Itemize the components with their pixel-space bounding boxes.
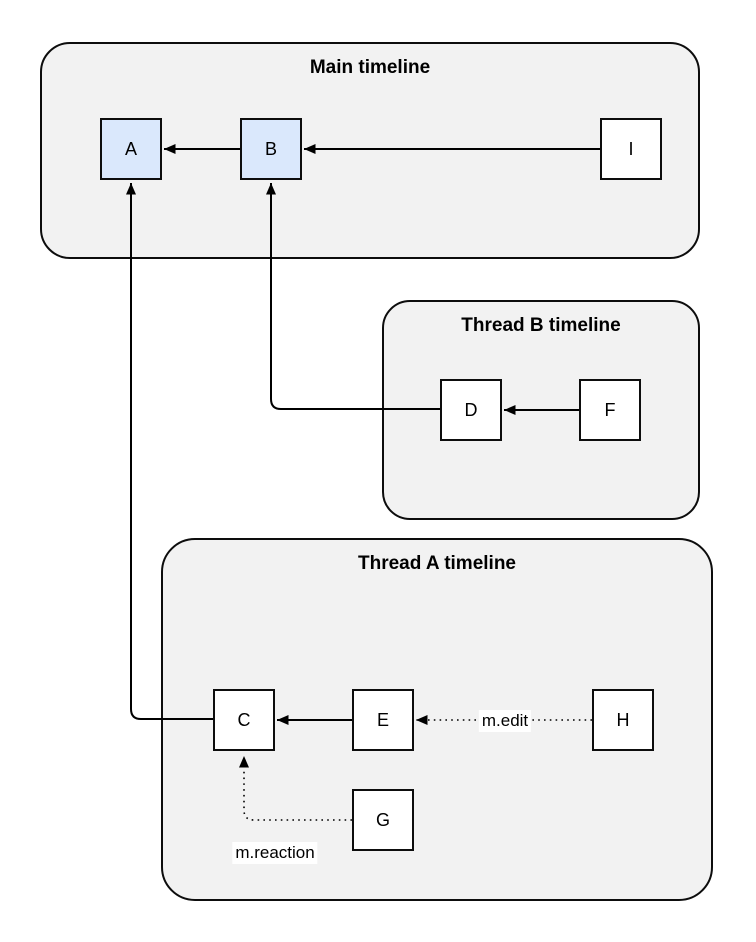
edge-d-to-b [266, 183, 440, 410]
event-node-b: B [240, 118, 302, 180]
event-node-c-label: C [237, 709, 251, 730]
edge-label-m-edit: m.edit [478, 710, 532, 732]
event-node-g-label: G [375, 809, 390, 830]
event-node-f: F [579, 379, 641, 441]
event-node-i: I [600, 118, 662, 180]
event-node-h: H [592, 689, 654, 751]
event-node-g: G [352, 789, 414, 851]
event-node-h-label: H [616, 709, 630, 730]
edge-g-to-c-m-reaction [239, 756, 352, 821]
event-node-d: D [440, 379, 502, 441]
event-node-i-label: I [628, 138, 634, 159]
edge-label-m-reaction: m.reaction [232, 842, 318, 864]
event-node-d-label: D [464, 399, 478, 420]
event-node-e: E [352, 689, 414, 751]
event-node-b-label: B [264, 138, 277, 159]
thread-b-timeline-title: Thread B timeline [461, 315, 621, 336]
event-node-c: C [213, 689, 275, 751]
main-timeline-title: Main timeline [309, 57, 431, 78]
event-node-a-label: A [124, 138, 137, 159]
event-node-a: A [100, 118, 162, 180]
edge-c-to-a [126, 183, 213, 720]
event-node-f-label: F [604, 399, 616, 420]
event-node-e-label: E [376, 709, 389, 730]
thread-a-timeline-title: Thread A timeline [357, 553, 516, 574]
